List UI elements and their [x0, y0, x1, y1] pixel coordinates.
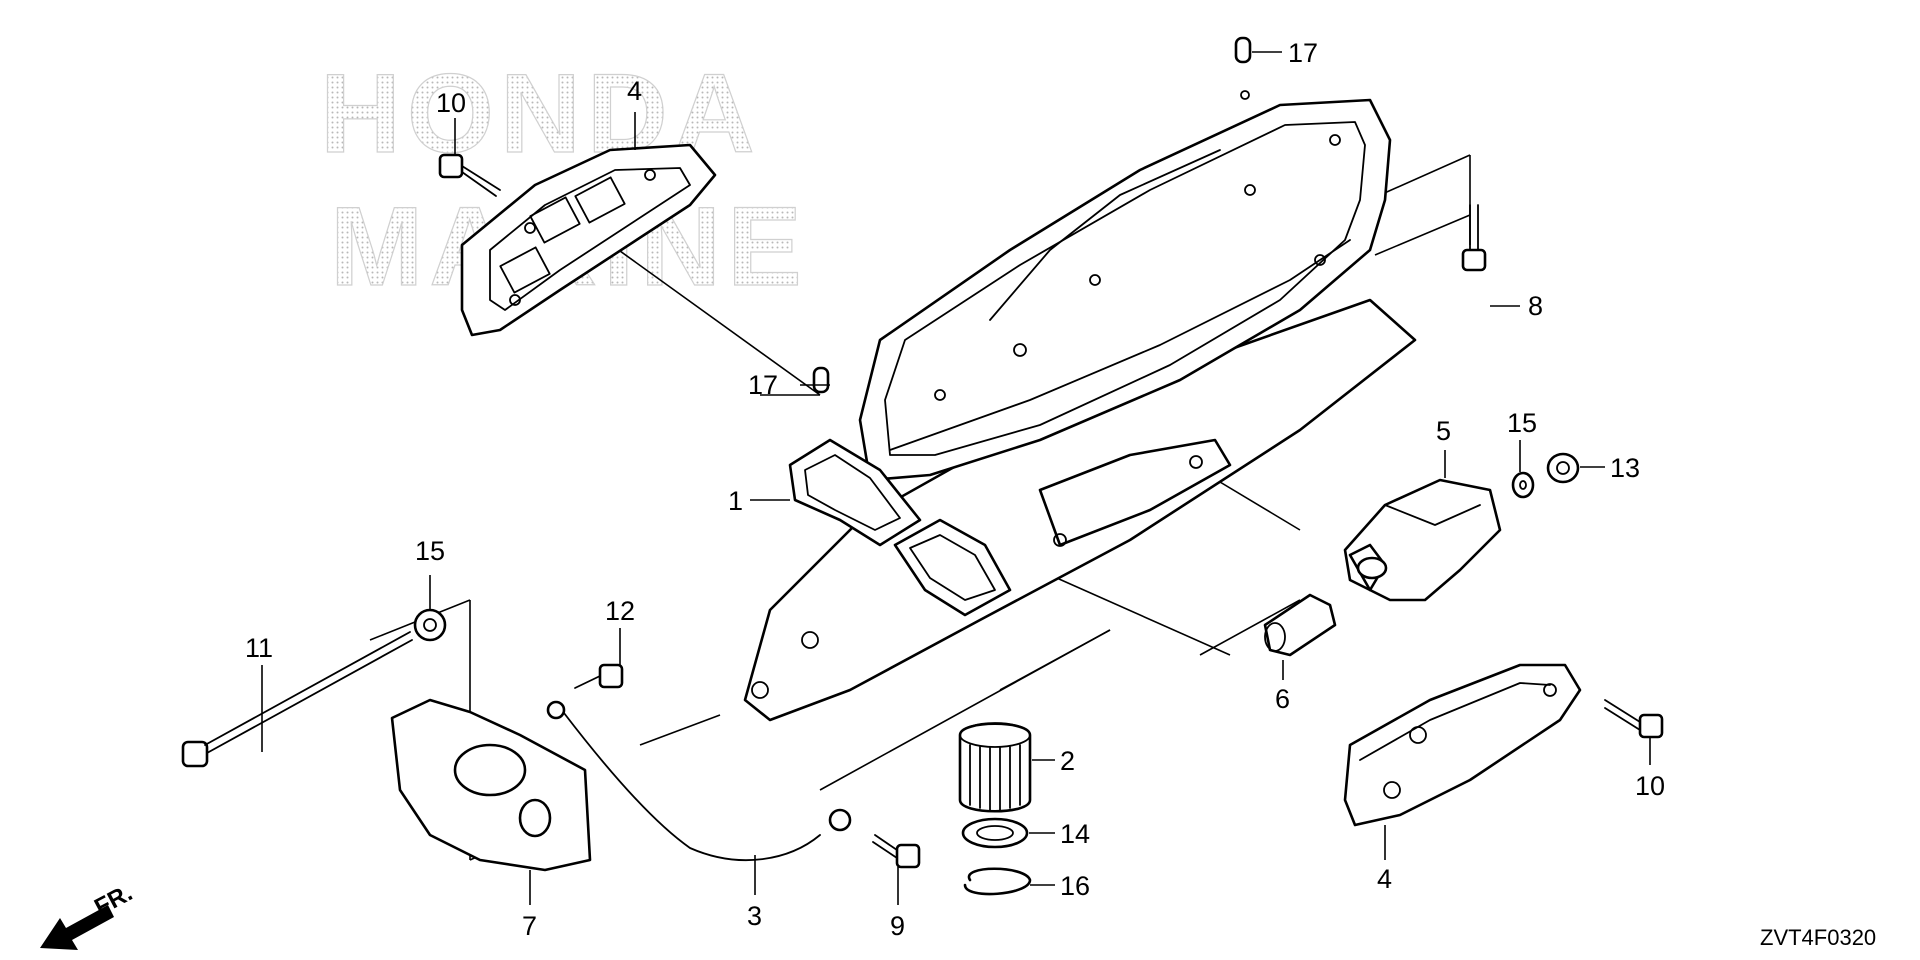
washer-15-left [413, 608, 447, 642]
callout-15-right: 15 [1507, 408, 1537, 438]
bolt-8 [1461, 204, 1487, 272]
dowel-pin-17-top [1234, 36, 1252, 64]
callout-2: 2 [1060, 746, 1075, 776]
bolt-12 [574, 663, 624, 689]
callout-4-lower: 4 [1377, 864, 1392, 894]
callout-17-top: 17 [1288, 38, 1318, 68]
nut-13 [1546, 452, 1580, 484]
callout-15-left: 15 [415, 536, 445, 566]
mount-rubber-5 [1343, 478, 1502, 602]
callout-6: 6 [1275, 684, 1290, 714]
callout-10-upper: 10 [436, 88, 466, 118]
callout-4-upper: 4 [627, 76, 642, 106]
bolt-9 [872, 834, 921, 869]
circlip-16 [963, 867, 1032, 896]
callout-12: 12 [605, 596, 635, 626]
seal-washer-14 [961, 817, 1029, 849]
diagram-code: ZVT4F0320 [1760, 925, 1876, 950]
callout-1: 1 [728, 486, 743, 516]
extension-case-main [743, 90, 1417, 722]
callout-lines [261, 51, 1651, 905]
callout-10-right: 10 [1635, 771, 1665, 801]
needle-bearing-2 [958, 722, 1032, 813]
front-arrow-icon [40, 905, 114, 950]
callout-7: 7 [522, 911, 537, 941]
callout-labels: 17 17 10 4 8 5 15 13 1 15 11 12 6 2 14 1… [245, 38, 1665, 941]
callout-3: 3 [747, 901, 762, 931]
callout-5: 5 [1436, 416, 1451, 446]
cover-plate-lower-right [1343, 663, 1582, 827]
cover-plate-upper-left [460, 143, 717, 337]
watermark-line-honda: HONDA [320, 51, 761, 176]
bolt-10-upper [438, 153, 501, 197]
callout-16: 16 [1060, 871, 1090, 901]
ground-cable-3 [546, 700, 852, 862]
washer-15-right [1511, 471, 1535, 499]
callout-14: 14 [1060, 819, 1090, 849]
callout-9: 9 [890, 911, 905, 941]
callout-11: 11 [245, 633, 273, 663]
callout-17-middle: 17 [748, 370, 778, 400]
bolt-10-right [1604, 699, 1664, 739]
collar-6 [1263, 593, 1337, 657]
bracket-7 [390, 698, 592, 872]
long-bolt-11 [181, 631, 413, 768]
dowel-pin-17-middle [812, 366, 830, 394]
callout-8: 8 [1528, 291, 1543, 321]
front-direction-indicator: FR. [40, 879, 137, 950]
callout-13: 13 [1610, 453, 1640, 483]
